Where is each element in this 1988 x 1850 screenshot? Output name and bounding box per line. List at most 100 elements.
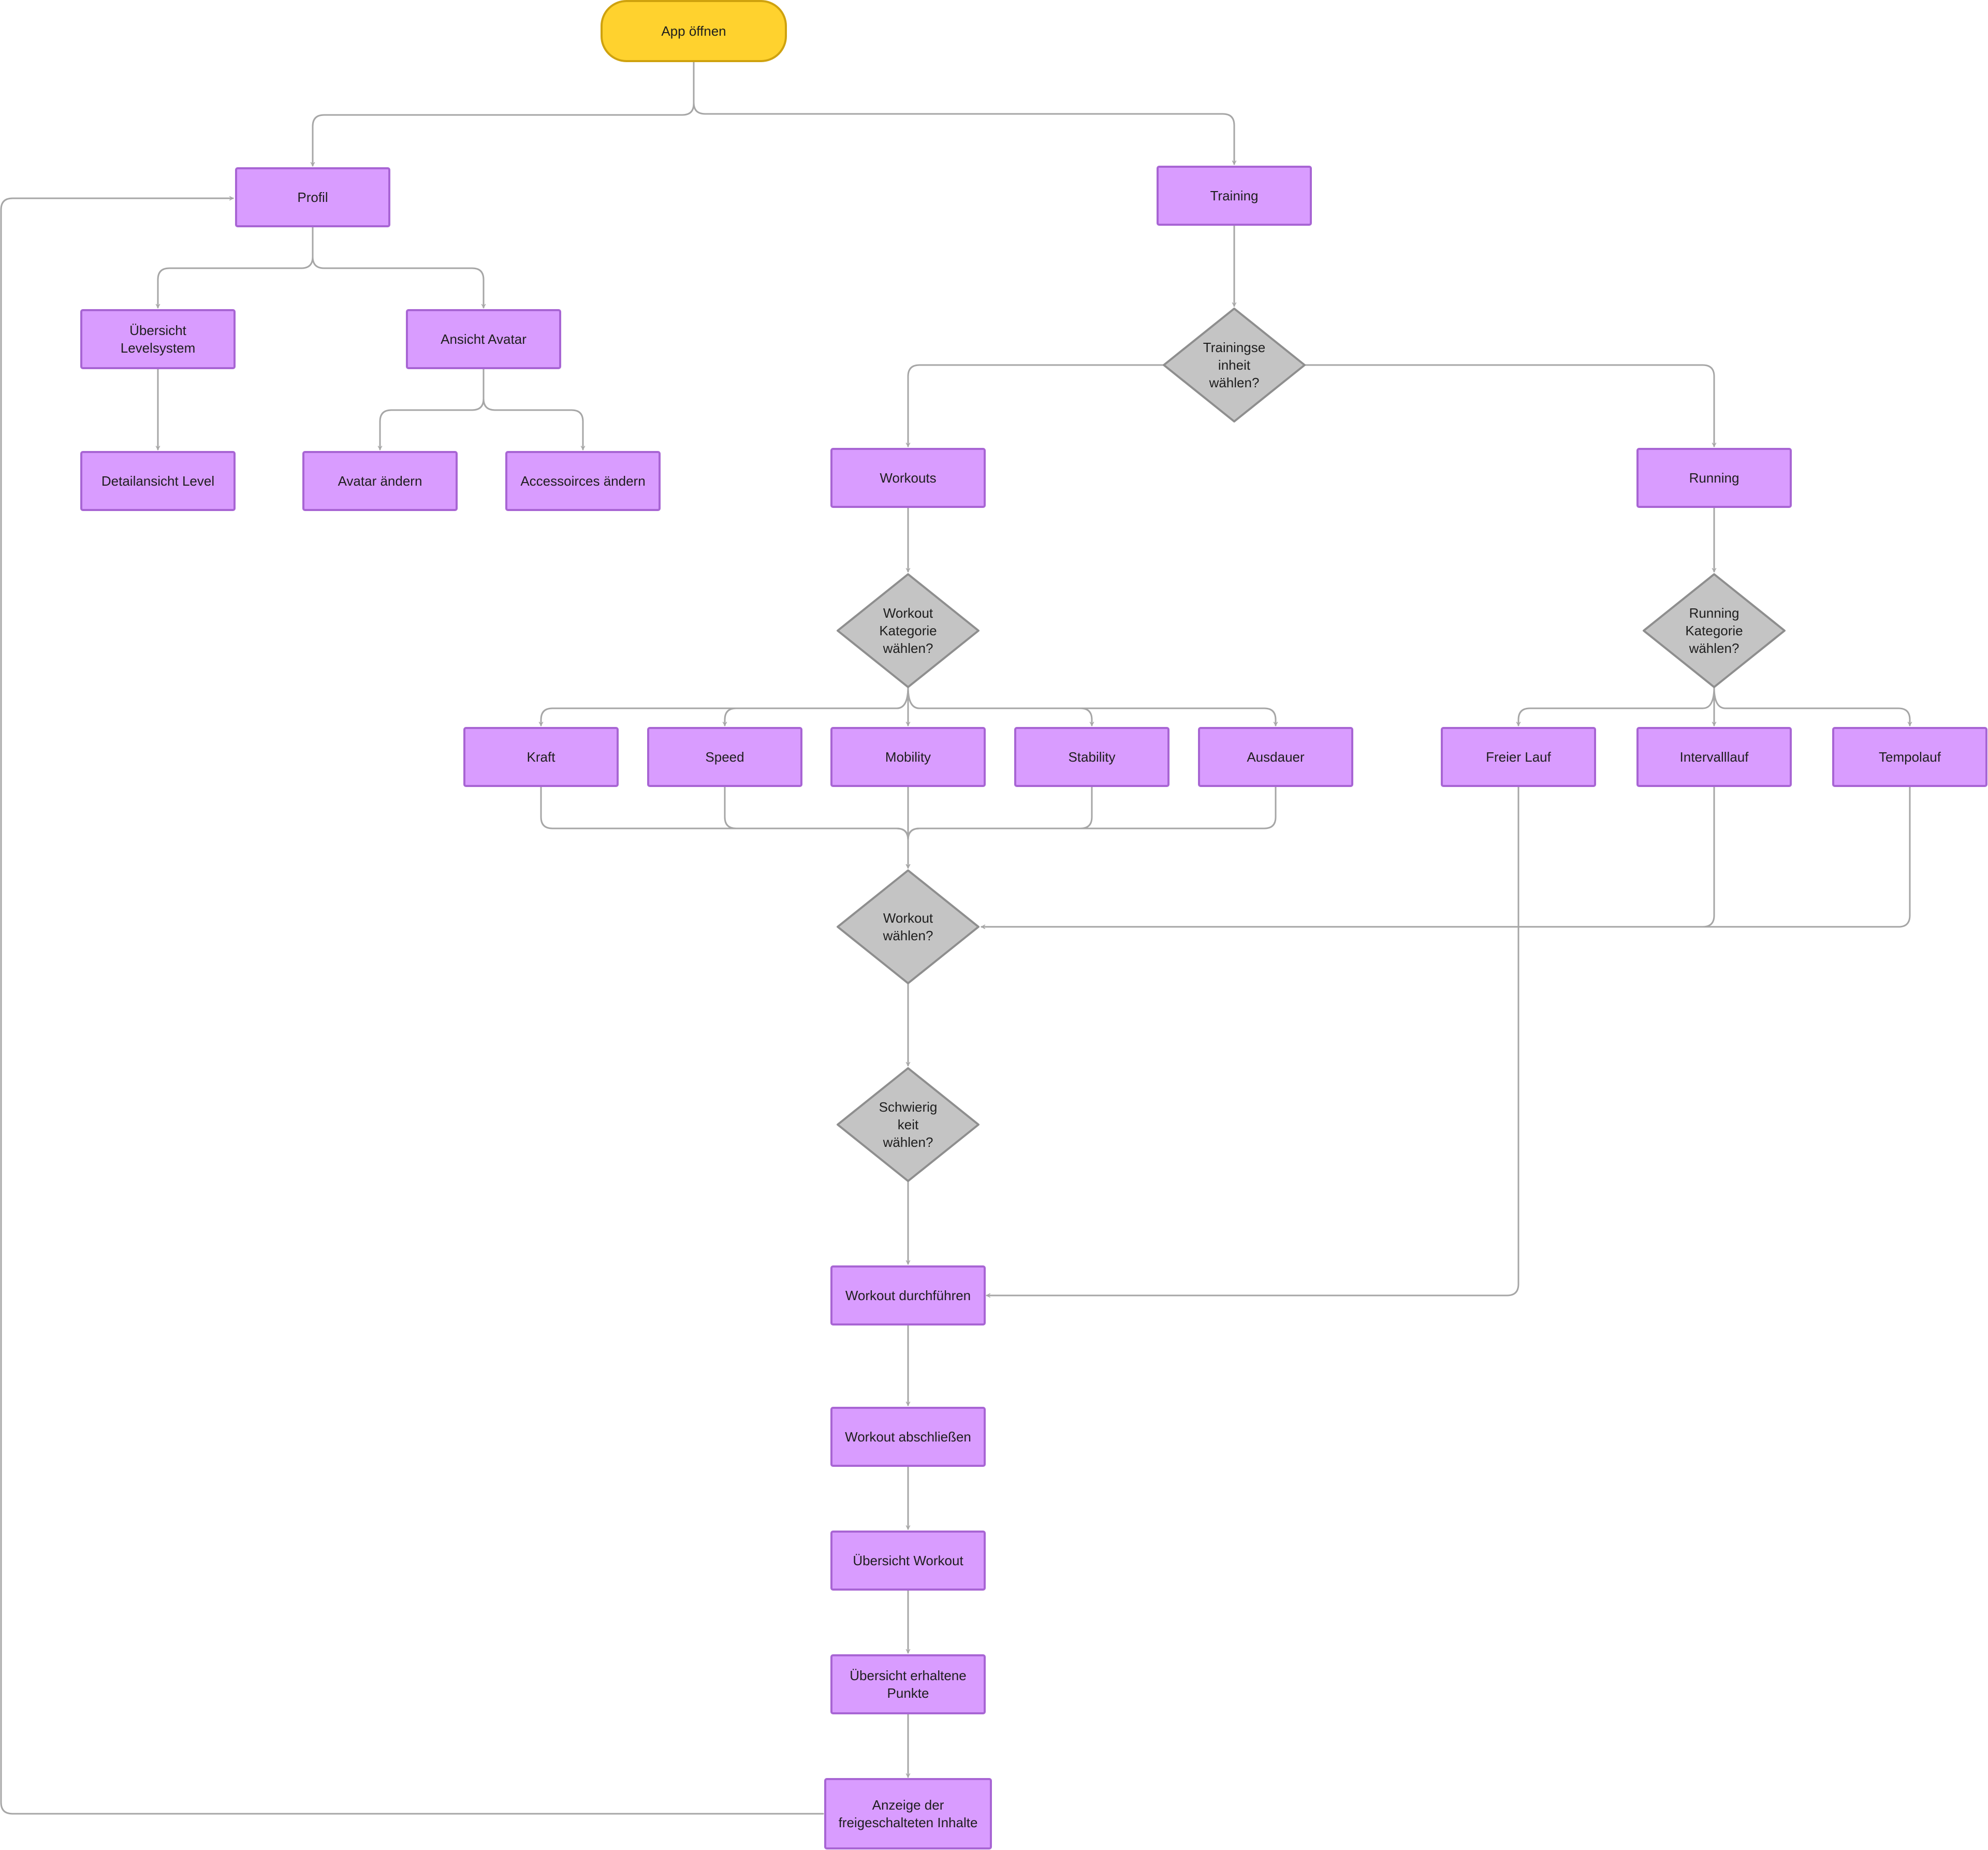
- edge-ansicht-avatar-to-accessoirces-aendern: [483, 367, 583, 450]
- process-box: [830, 727, 986, 787]
- edge-running-kategorie-to-freier-lauf: [1518, 686, 1715, 726]
- node-workouts: Workouts: [830, 448, 986, 508]
- process-box: [406, 309, 561, 369]
- node-label-line: Tempolauf: [1879, 749, 1941, 765]
- node-label: Ansicht Avatar: [441, 331, 527, 347]
- node-label-line: Kategorie: [1685, 623, 1743, 638]
- node-kraft: Kraft: [463, 727, 619, 787]
- node-label-line: Kategorie: [879, 623, 937, 638]
- edge-profil-to-ansicht-avatar: [312, 225, 484, 309]
- process-box: [463, 727, 619, 787]
- edge-running-kategorie-to-tempolauf: [1713, 686, 1910, 726]
- process-box: [830, 1265, 986, 1325]
- node-uebersicht-workout: Übersicht Workout: [830, 1531, 986, 1591]
- node-label-line: Trainingse: [1203, 340, 1265, 355]
- node-label: Avatar ändern: [338, 473, 422, 489]
- process-box: [505, 451, 661, 511]
- node-label-line: Mobility: [885, 749, 931, 765]
- node-label: Speed: [705, 749, 744, 765]
- node-label: Training: [1210, 188, 1259, 203]
- start-terminal: [601, 0, 787, 62]
- node-workout-durchfuehren: Workout durchführen: [830, 1265, 986, 1325]
- process-box: [1636, 727, 1792, 787]
- node-label: Detailansicht Level: [101, 473, 214, 489]
- node-label-line: Workout abschließen: [845, 1429, 971, 1445]
- node-label: Anzeige der freigeschalteten Inhalte: [839, 1797, 978, 1830]
- node-label: Workout durchführen: [845, 1288, 971, 1303]
- node-label-line: App öffnen: [661, 23, 726, 39]
- edge-trainingseinheit-to-running: [1304, 364, 1714, 447]
- node-label-line: Levelsystem: [121, 340, 196, 356]
- node-detailansicht-level: Detailansicht Level: [80, 451, 236, 511]
- process-box: [80, 451, 236, 511]
- process-box: [830, 1531, 986, 1591]
- node-label-line: wählen?: [883, 1134, 933, 1150]
- process-box: [647, 727, 802, 787]
- process-box: [1441, 727, 1596, 787]
- node-profil: Profil: [235, 167, 390, 227]
- node-mobility: Mobility: [830, 727, 986, 787]
- node-label: Tempolauf: [1879, 749, 1941, 765]
- node-label-line: Detailansicht Level: [101, 473, 214, 489]
- node-label-line: Profil: [297, 190, 328, 205]
- node-label: Ausdauer: [1247, 749, 1305, 765]
- node-app-oeffnen: App öffnen: [601, 0, 787, 62]
- node-label: Freier Lauf: [1486, 749, 1551, 765]
- node-label: Mobility: [885, 749, 931, 765]
- node-label-line: Ausdauer: [1247, 749, 1305, 765]
- node-label-line: Accessoirces ändern: [520, 473, 645, 489]
- node-label-line: Speed: [705, 749, 744, 765]
- process-box: [235, 167, 390, 227]
- process-box: [830, 1407, 986, 1467]
- edge-stability-to-workout-waehlen: [908, 785, 1093, 869]
- node-label-line: Übersicht erhaltene: [850, 1668, 966, 1683]
- edge-workout-kategorie-to-ausdauer: [907, 686, 1276, 726]
- node-label: Übersicht Workout: [853, 1553, 963, 1568]
- node-ausdauer: Ausdauer: [1198, 727, 1353, 787]
- node-running: Running: [1636, 448, 1792, 508]
- node-label-line: wählen?: [883, 928, 933, 943]
- node-label-line: Übersicht Workout: [853, 1553, 963, 1568]
- node-label-line: Anzeige der: [872, 1797, 944, 1813]
- node-label-line: freigeschalteten Inhalte: [839, 1815, 978, 1830]
- edge-workout-kategorie-to-speed: [725, 686, 909, 726]
- node-label-line: Stability: [1068, 749, 1115, 765]
- edge-workout-kategorie-to-stability: [907, 686, 1092, 726]
- node-training: Training: [1157, 166, 1312, 226]
- node-anzeige-inhalte: Anzeige der freigeschalteten Inhalte: [824, 1778, 992, 1849]
- node-label-line: Kraft: [527, 749, 556, 765]
- node-label-line: Running: [1689, 470, 1740, 486]
- process-box: [830, 448, 986, 508]
- node-speed: Speed: [647, 727, 802, 787]
- node-stability: Stability: [1014, 727, 1170, 787]
- decision-diamond: [837, 1067, 980, 1182]
- node-ansicht-avatar: Ansicht Avatar: [406, 309, 561, 369]
- edges-layer: [0, 61, 1910, 1815]
- node-tempolauf: Tempolauf: [1832, 727, 1987, 787]
- node-label-line: Ansicht Avatar: [441, 331, 527, 347]
- node-label: Intervalllauf: [1680, 749, 1749, 765]
- edge-anzeige-inhalte-to-profil: [0, 198, 824, 1815]
- node-label-line: Training: [1210, 188, 1259, 203]
- process-box: [1014, 727, 1170, 787]
- decision-diamond: [1163, 308, 1306, 423]
- process-box: [302, 451, 458, 511]
- decision-diamond: [837, 869, 980, 984]
- decision-diamond: [837, 573, 980, 688]
- node-label-line: Workout durchführen: [845, 1288, 971, 1303]
- process-box: [1832, 727, 1987, 787]
- node-label-line: Intervalllauf: [1680, 749, 1749, 765]
- edge-profil-to-uebersicht-level: [158, 225, 314, 309]
